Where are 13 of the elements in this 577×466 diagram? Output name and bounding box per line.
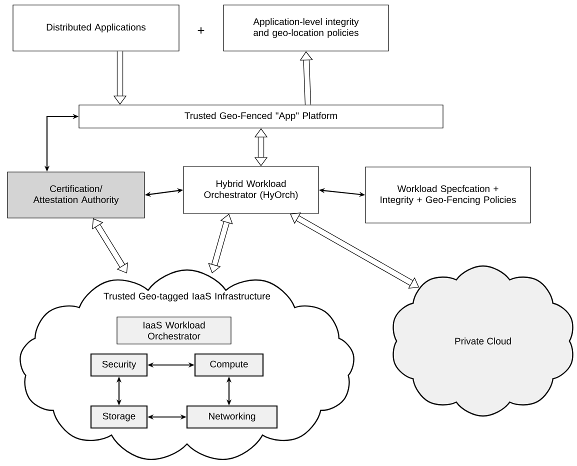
process-box: Application-level integrity and geo-location policies [223, 4, 389, 52]
block-arrow [92, 218, 128, 274]
block-arrow [290, 212, 420, 289]
plus-sign: + [198, 27, 204, 34]
process-box: Storage [90, 405, 148, 429]
process-box: Workload Specfcation + Integrity + Geo-Fencing Policies [365, 166, 531, 224]
process-box: IaaS Workload Orchestrator [116, 316, 232, 344]
process-box: Certification/ Attestation Authority [7, 172, 145, 218]
process-box: Distributed Applications [12, 4, 180, 52]
process-box: Compute [194, 353, 264, 377]
process-box: Security [90, 353, 148, 377]
process-box: Hybrid Workload Orchestrator (HyOrch) [183, 166, 319, 214]
process-box: Networking [186, 405, 278, 429]
